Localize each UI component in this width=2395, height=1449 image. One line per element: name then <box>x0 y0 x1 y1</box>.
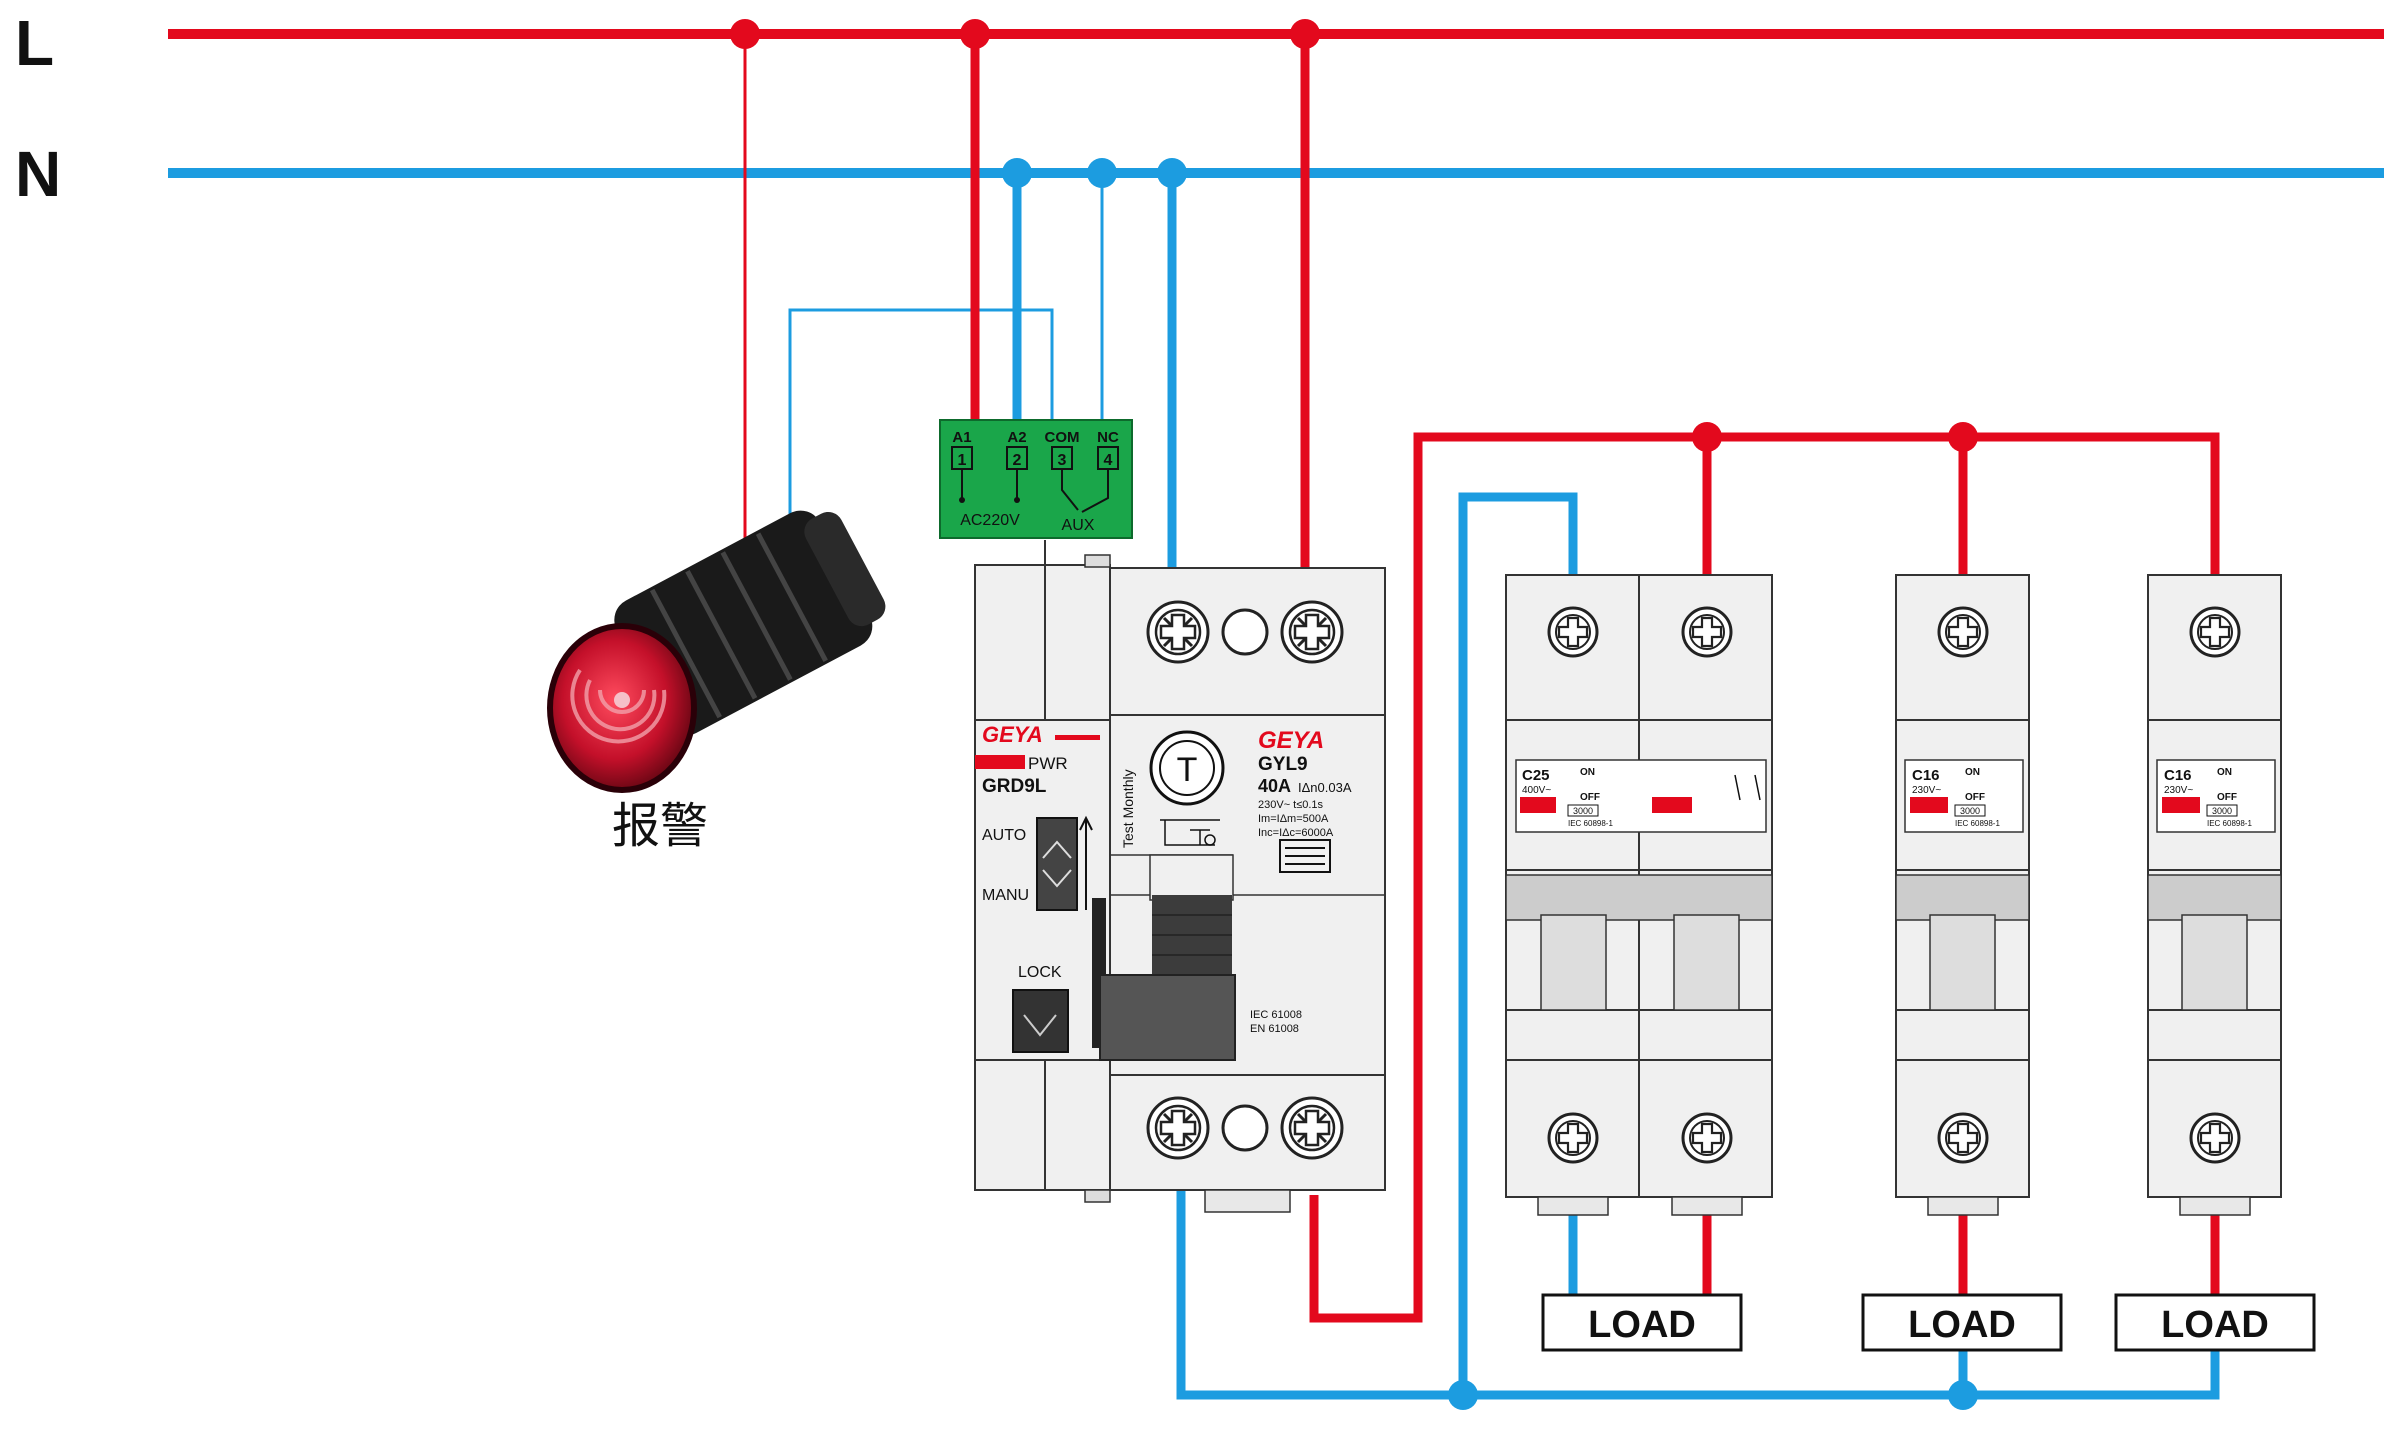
svg-text:2: 2 <box>1013 452 1022 469</box>
load-box-1: LOAD <box>1541 1293 1743 1352</box>
svg-text:EN 61008: EN 61008 <box>1250 1023 1299 1035</box>
svg-text:PWR: PWR <box>1028 754 1068 773</box>
alarm-neutral-wire <box>788 308 1054 560</box>
relay-aux-label: AUX <box>1062 517 1095 534</box>
rcbo-l-out-wire <box>1309 432 2220 1323</box>
svg-text:AUTO: AUTO <box>982 827 1026 844</box>
svg-text:NC: NC <box>1097 429 1119 446</box>
breaker-c25-handle-2[interactable] <box>1673 914 1740 1011</box>
svg-text:40A: 40A <box>1258 776 1291 796</box>
svg-text:1: 1 <box>958 452 967 469</box>
recloser-pwr-led <box>975 755 1025 769</box>
svg-text:LOCK: LOCK <box>1018 964 1062 981</box>
svg-text:3000: 3000 <box>1960 806 1980 816</box>
breaker-c16-b-flag <box>2162 797 2200 813</box>
rcbo-unit: Test Monthly T GEYA GYL9 40A IΔn0.03A 23… <box>1099 567 1386 1213</box>
svg-text:MANU: MANU <box>982 887 1029 904</box>
svg-text:A2: A2 <box>1007 429 1026 446</box>
circuit-symbol-icon <box>1160 819 1220 846</box>
breaker-c25-flag-2 <box>1652 797 1692 813</box>
recloser-brand-logo: GEYA <box>982 722 1043 747</box>
svg-text:LOAD: LOAD <box>1588 1304 1696 1346</box>
svg-text:OFF: OFF <box>2217 792 2237 803</box>
breaker-c16-a-flag <box>1910 797 1948 813</box>
svg-text:OFF: OFF <box>1965 792 1985 803</box>
rcbo-toggle-base <box>1099 974 1236 1061</box>
auto-manu-switch[interactable] <box>1036 817 1078 911</box>
lock-switch[interactable] <box>1012 989 1069 1053</box>
svg-text:ON: ON <box>1580 767 1595 778</box>
svg-text:3000: 3000 <box>1573 806 1593 816</box>
svg-text:OFF: OFF <box>1580 792 1600 803</box>
load-box-2: LOAD <box>1861 1293 2063 1352</box>
recloser-model: GRD9L <box>982 776 1047 797</box>
rcbo-test-label: Test Monthly <box>1120 769 1136 848</box>
breaker-c16-a: C16 230V~ ON OFF 3000 IEC 60898-1 <box>1895 574 2030 1216</box>
svg-text:LOAD: LOAD <box>1908 1304 2016 1346</box>
svg-text:A1: A1 <box>952 429 971 446</box>
alarm-buzzer <box>547 510 886 793</box>
breaker-c25-symbol-icon <box>1734 774 1761 801</box>
neutral-up-wire <box>1458 492 1578 1395</box>
svg-text:230V~ t≤0.1s: 230V~ t≤0.1s <box>1258 799 1324 811</box>
svg-text:3000: 3000 <box>2212 806 2232 816</box>
svg-text:IEC 61008: IEC 61008 <box>1250 1009 1302 1021</box>
svg-text:Im=IΔm=500A: Im=IΔm=500A <box>1258 813 1329 825</box>
breaker-c25-handle-1[interactable] <box>1540 914 1607 1011</box>
svg-text:IEC 60898-1: IEC 60898-1 <box>1955 819 2000 828</box>
svg-text:ON: ON <box>1965 767 1980 778</box>
breaker-c25-flag-1 <box>1520 797 1556 813</box>
svg-text:IEC 60898-1: IEC 60898-1 <box>1568 819 1613 828</box>
alarm-label: 报警 <box>612 800 708 853</box>
svg-text:230V~: 230V~ <box>2164 785 2193 796</box>
junction-dots <box>730 19 1978 1410</box>
neutral-rail-label: N <box>15 138 61 210</box>
rcbo-brand-logo: GEYA <box>1258 727 1324 754</box>
breaker-c16-b-handle[interactable] <box>2181 914 2248 1011</box>
line-rail-label: L <box>15 7 54 79</box>
svg-text:LOAD: LOAD <box>2161 1304 2269 1346</box>
svg-text:ON: ON <box>2217 767 2232 778</box>
svg-text:C16: C16 <box>2164 767 2192 784</box>
breaker-c16-a-handle[interactable] <box>1929 914 1996 1011</box>
auto-recloser-unit: GEYA PWR GRD9L AUTO MANU LOCK <box>974 540 1111 1203</box>
load-box-3: LOAD <box>2114 1293 2316 1352</box>
rcbo-indicator-window <box>1279 839 1331 873</box>
svg-text:Inc=IΔc=6000A: Inc=IΔc=6000A <box>1258 827 1334 839</box>
svg-text:IEC 60898-1: IEC 60898-1 <box>2207 819 2252 828</box>
svg-text:IΔn0.03A: IΔn0.03A <box>1298 780 1352 795</box>
svg-text:230V~: 230V~ <box>1912 785 1941 796</box>
svg-text:3: 3 <box>1058 452 1067 469</box>
svg-text:C16: C16 <box>1912 767 1940 784</box>
relay-voltage-label: AC220V <box>960 512 1020 529</box>
rcbo-model: GYL9 <box>1258 754 1308 775</box>
arrow-up-down-icon <box>1079 815 1093 910</box>
breaker-c25: C25 400V~ ON OFF 3000 IEC 60898-1 <box>1505 574 1773 1216</box>
breaker-c16-b: C16 230V~ ON OFF 3000 IEC 60898-1 <box>2147 574 2282 1216</box>
aux-relay-module: A1 A2 COM NC 1 2 3 4 AC220V AUX <box>939 419 1133 539</box>
breaker-c25-rating: C25 <box>1522 767 1550 784</box>
svg-text:T: T <box>1177 751 1198 789</box>
svg-text:4: 4 <box>1104 452 1113 469</box>
svg-text:COM: COM <box>1045 429 1080 446</box>
svg-text:400V~: 400V~ <box>1522 785 1551 796</box>
